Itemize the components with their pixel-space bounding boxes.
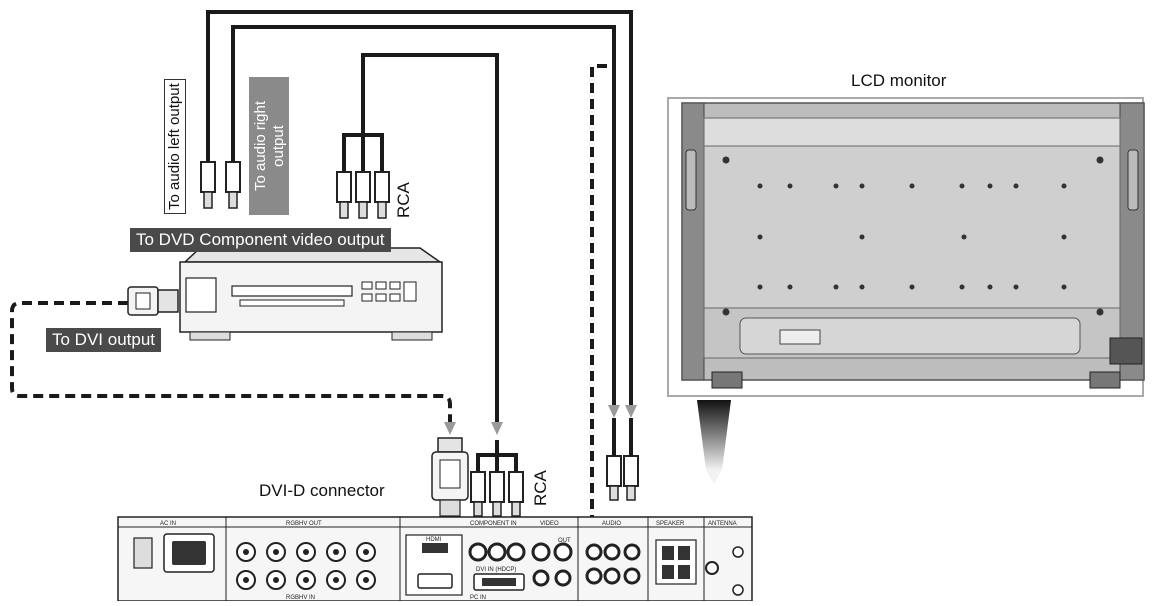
dvd-player	[179, 247, 443, 341]
arrow-head	[491, 422, 503, 435]
dvi-output-label: To DVI output	[46, 328, 162, 352]
panel-label-speaker: SPEAKER	[656, 521, 685, 527]
arrow-head	[608, 405, 620, 418]
audio-right-plug	[225, 161, 241, 209]
panel-label-out: OUT	[558, 538, 571, 544]
component-split-top	[342, 133, 384, 172]
panel-label-rgbhv-out: RGBHV OUT	[286, 521, 322, 527]
audio-right-label: To audio right output	[249, 77, 289, 215]
antenna-dashed-cable	[590, 64, 607, 545]
cables	[10, 10, 633, 545]
zoom-fade-arrow	[697, 400, 731, 484]
panel-label-audio: AUDIO	[602, 521, 621, 527]
panel-label-ac-in: AC IN	[160, 521, 176, 527]
dvi-d-connector-label: DVI-D connector	[259, 481, 385, 500]
dvi-dashed-cable	[10, 301, 452, 422]
lcd-monitor	[667, 97, 1145, 397]
rca-bottom-plug-3	[508, 471, 524, 517]
rca-plug-3	[374, 171, 390, 219]
audio-right-cable	[231, 25, 616, 405]
component-cable-top	[361, 53, 499, 422]
panel-label-pc-in: PC IN	[470, 595, 486, 601]
rca-plug-2	[355, 171, 371, 219]
top-plugs	[200, 161, 390, 219]
lcd-monitor-label: LCD monitor	[851, 71, 947, 90]
arrow-heads	[444, 405, 637, 435]
dvi-d-plug	[431, 437, 469, 517]
panel-label-rgbhv-in: RGBHV IN	[286, 595, 315, 601]
rca-plug-1	[336, 171, 352, 219]
audio-bottom-plug-2	[623, 455, 639, 501]
dvi-plug-top	[127, 286, 179, 316]
component-split-bottom	[476, 440, 518, 472]
rca-label-bottom: RCA	[531, 470, 550, 506]
rca-label-top: RCA	[394, 182, 413, 218]
panel-label-dvi-in: DVI IN (HDCP)	[476, 567, 516, 573]
rear-connector-panel	[117, 516, 753, 602]
bottom-plugs	[431, 418, 639, 517]
panel-label-component-in: COMPONENT IN	[470, 521, 517, 527]
audio-left-plug	[200, 161, 216, 209]
dvd-buttons	[361, 281, 417, 302]
arrow-head	[625, 405, 637, 418]
panel-label-hdmi: HDMI	[426, 537, 442, 543]
rca-bottom-plug-2	[489, 471, 505, 517]
audio-left-cable	[206, 10, 633, 405]
panel-text: AC IN RGBHV OUT RGBHV IN HDMI DVI IN (HD…	[160, 521, 737, 601]
rca-bottom-plug-1	[470, 471, 486, 517]
panel-label-antenna: ANTENNA	[708, 521, 737, 527]
audio-bottom-plug-1	[606, 455, 622, 501]
monitor-screws	[722, 156, 1104, 316]
audio-split-lines	[612, 418, 633, 456]
panel-label-video: VIDEO	[540, 521, 559, 527]
arrow-head	[444, 422, 456, 435]
dvd-component-label: To DVD Component video output	[130, 228, 391, 252]
audio-left-label: To audio left output	[164, 79, 186, 214]
